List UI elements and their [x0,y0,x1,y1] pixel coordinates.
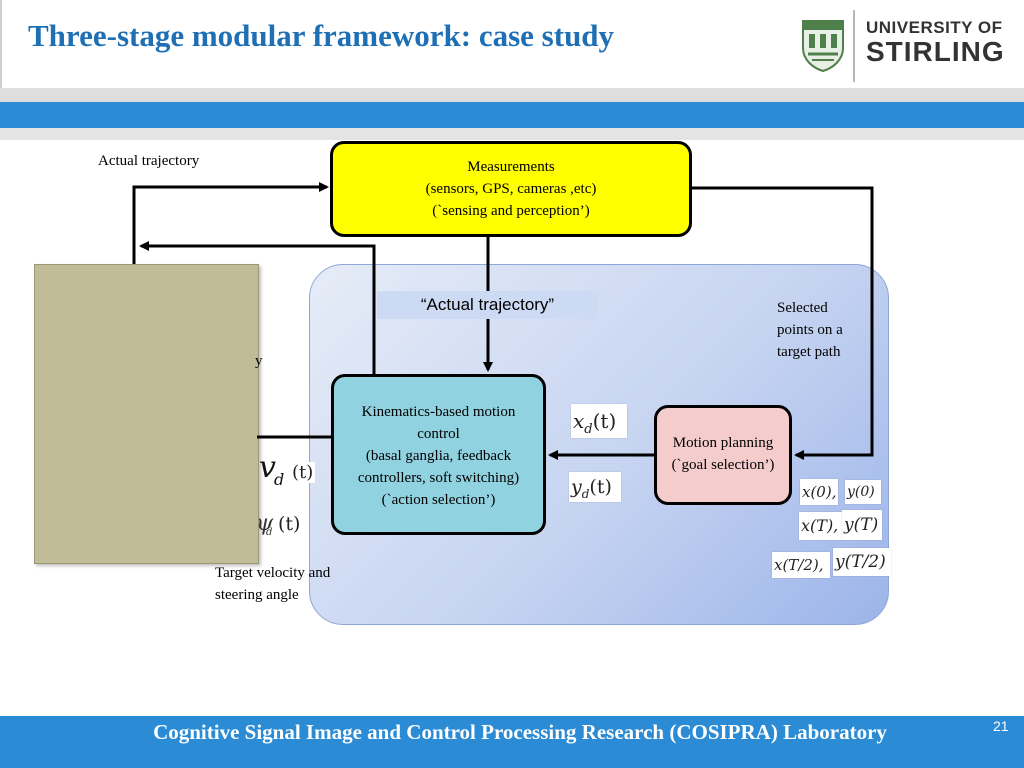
kinematics-control-box: Kinematics-based motion control (basal g… [331,374,546,535]
selected-points-label: Selected points on a target path [777,297,877,363]
measurements-stage: (`sensing and perception’) [432,203,590,219]
quoted-actual-trajectory-label: “Actual trajectory” [377,291,598,319]
logo-divider [853,10,855,82]
logo-stirling: STIRLING [866,36,1005,67]
university-crest-icon [802,20,844,72]
footer-lab-name: Cognitive Signal Image and Control Proce… [153,720,887,744]
actual-trajectory-arrow [132,182,329,264]
x-zero-formula: x(0), [800,479,838,505]
psid-of-t-formula: ψ d (t) [256,511,303,538]
x-T-formula: x(T), [799,512,843,540]
y-zero-formula: y(0) [845,480,881,504]
header-grey-band-lower [0,128,1024,140]
slide-title: Three-stage modular framework: case stud… [28,18,615,53]
partial-y-label: y [255,353,263,369]
header-grey-band [0,88,1024,102]
measurements-box: Measurements (sensors, GPS, cameras ,etc… [330,141,692,237]
motion-planning-stage: (`goal selection’) [671,457,775,473]
vd-of-t-formula: v d (t) [259,450,316,489]
kinematics-line2: control [417,426,460,442]
xd-of-t-formula: xd(t) [571,404,627,438]
actual-trajectory-label: Actual trajectory [98,153,200,169]
logo-university-of: UNIVERSITY OF [866,18,1003,37]
y-T-half-formula: y(T/2) [833,548,891,576]
header-left-rule [0,0,2,88]
selected-points-line2: points on a [777,322,843,338]
vehicle-block [34,264,259,564]
kinematics-line5: (`action selection’) [381,492,496,508]
footer-band [0,716,1024,768]
target-velocity-label: Target velocity and steering angle [215,562,375,606]
target-velocity-line1: Target velocity and [215,565,331,581]
yd-of-t-formula: yd(t) [569,472,621,502]
page-number: 21 [993,718,1009,734]
kinematics-line1: Kinematics-based motion [361,404,516,420]
target-velocity-line2: steering angle [215,587,299,603]
motion-planning-title: Motion planning [672,435,774,451]
motion-planning-box: Motion planning (`goal selection’) [654,405,792,505]
selected-points-line3: target path [777,344,841,360]
measurements-title: Measurements [467,159,555,175]
kinematics-line3: (basal ganglia, feedback [365,448,512,464]
kinematics-line4: controllers, soft switching) [357,470,520,486]
x-T-half-formula: x(T/2), [772,552,830,578]
y-T-formula: y(T) [842,510,882,540]
header-blue-band [0,102,1024,128]
feedback-to-vehicle-arrow [139,241,376,374]
measurements-sources: (sensors, GPS, cameras ,etc) [425,181,597,197]
measurements-to-planning-arrow [692,186,874,460]
selected-points-line1: Selected [777,300,828,316]
